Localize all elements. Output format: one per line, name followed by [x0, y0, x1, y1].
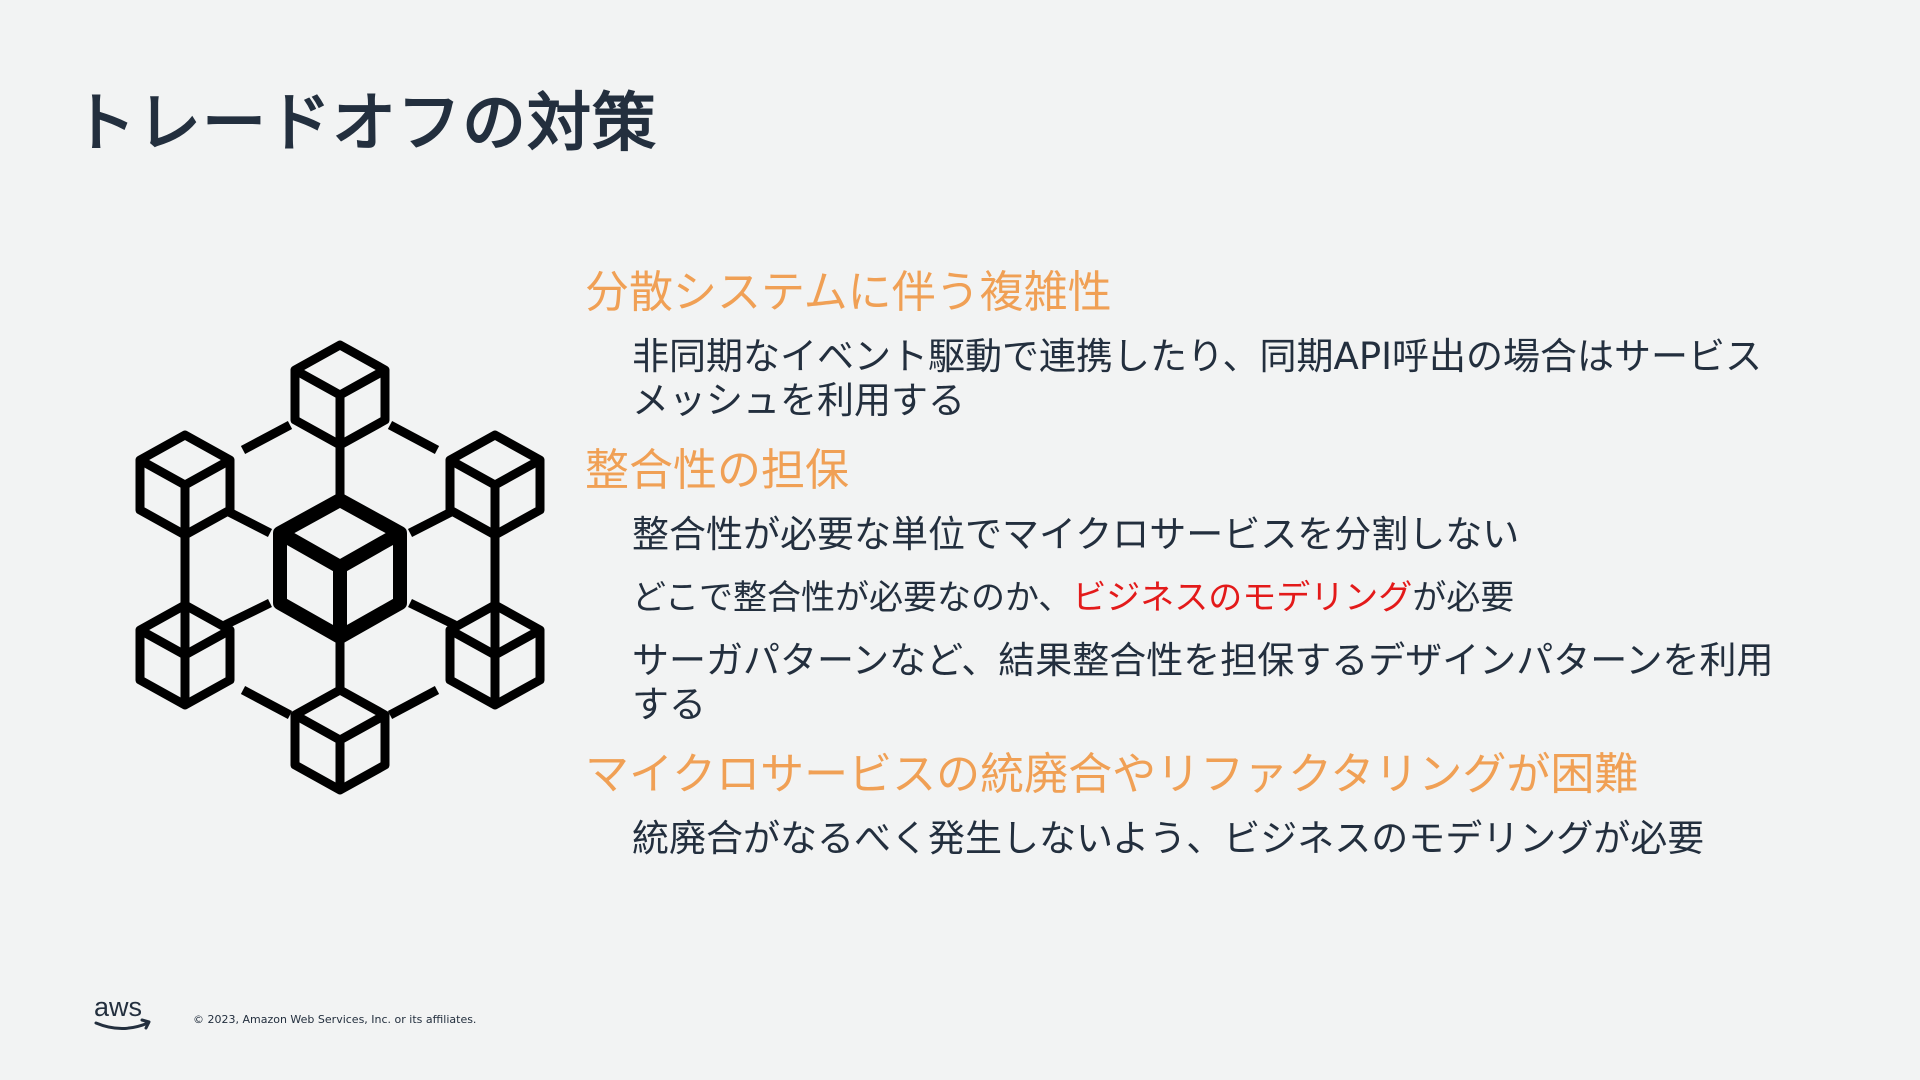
section-heading-complexity: 分散システムに伴う複雑性 [585, 267, 1112, 318]
bullet-text: 統廃合がなるべく発生しないよう、ビジネスのモデリングが必要 [632, 817, 1705, 860]
aws-logo-text: aws [94, 992, 142, 1022]
bullet-text-suffix: が必要 [1412, 578, 1515, 618]
bullet-text: 整合性が必要な単位でマイクロサービスを分割しない [632, 513, 1520, 556]
bullet-text-prefix: どこで整合性が必要なのか、 [632, 578, 1073, 618]
section-heading-consistency: 整合性の担保 [585, 445, 849, 496]
content-area: 分散システムに伴う複雑性 非同期なイベント駆動で連携したり、同期API呼出の場合… [585, 265, 1805, 881]
bullet-text: 非同期なイベント駆動で連携したり、同期API呼出の場合はサービスメッシュを利用す… [632, 335, 1763, 422]
section-heading-refactoring: マイクロサービスの統廃合やリファクタリングが困難 [585, 749, 1639, 800]
bullet-text: サーガパターンなど、結果整合性を担保するデザインパターンを利用する [632, 639, 1774, 726]
bullet-text-mixed: どこで整合性が必要なのか、ビジネスのモデリングが必要 [632, 577, 1782, 619]
page-title: トレードオフの対策 [72, 87, 657, 161]
blockchain-cubes-icon [135, 340, 545, 795]
copyright-text: © 2023, Amazon Web Services, Inc. or its… [193, 1013, 477, 1026]
aws-logo: aws [94, 992, 151, 1030]
highlight-text: ビジネスのモデリング [1072, 578, 1413, 618]
